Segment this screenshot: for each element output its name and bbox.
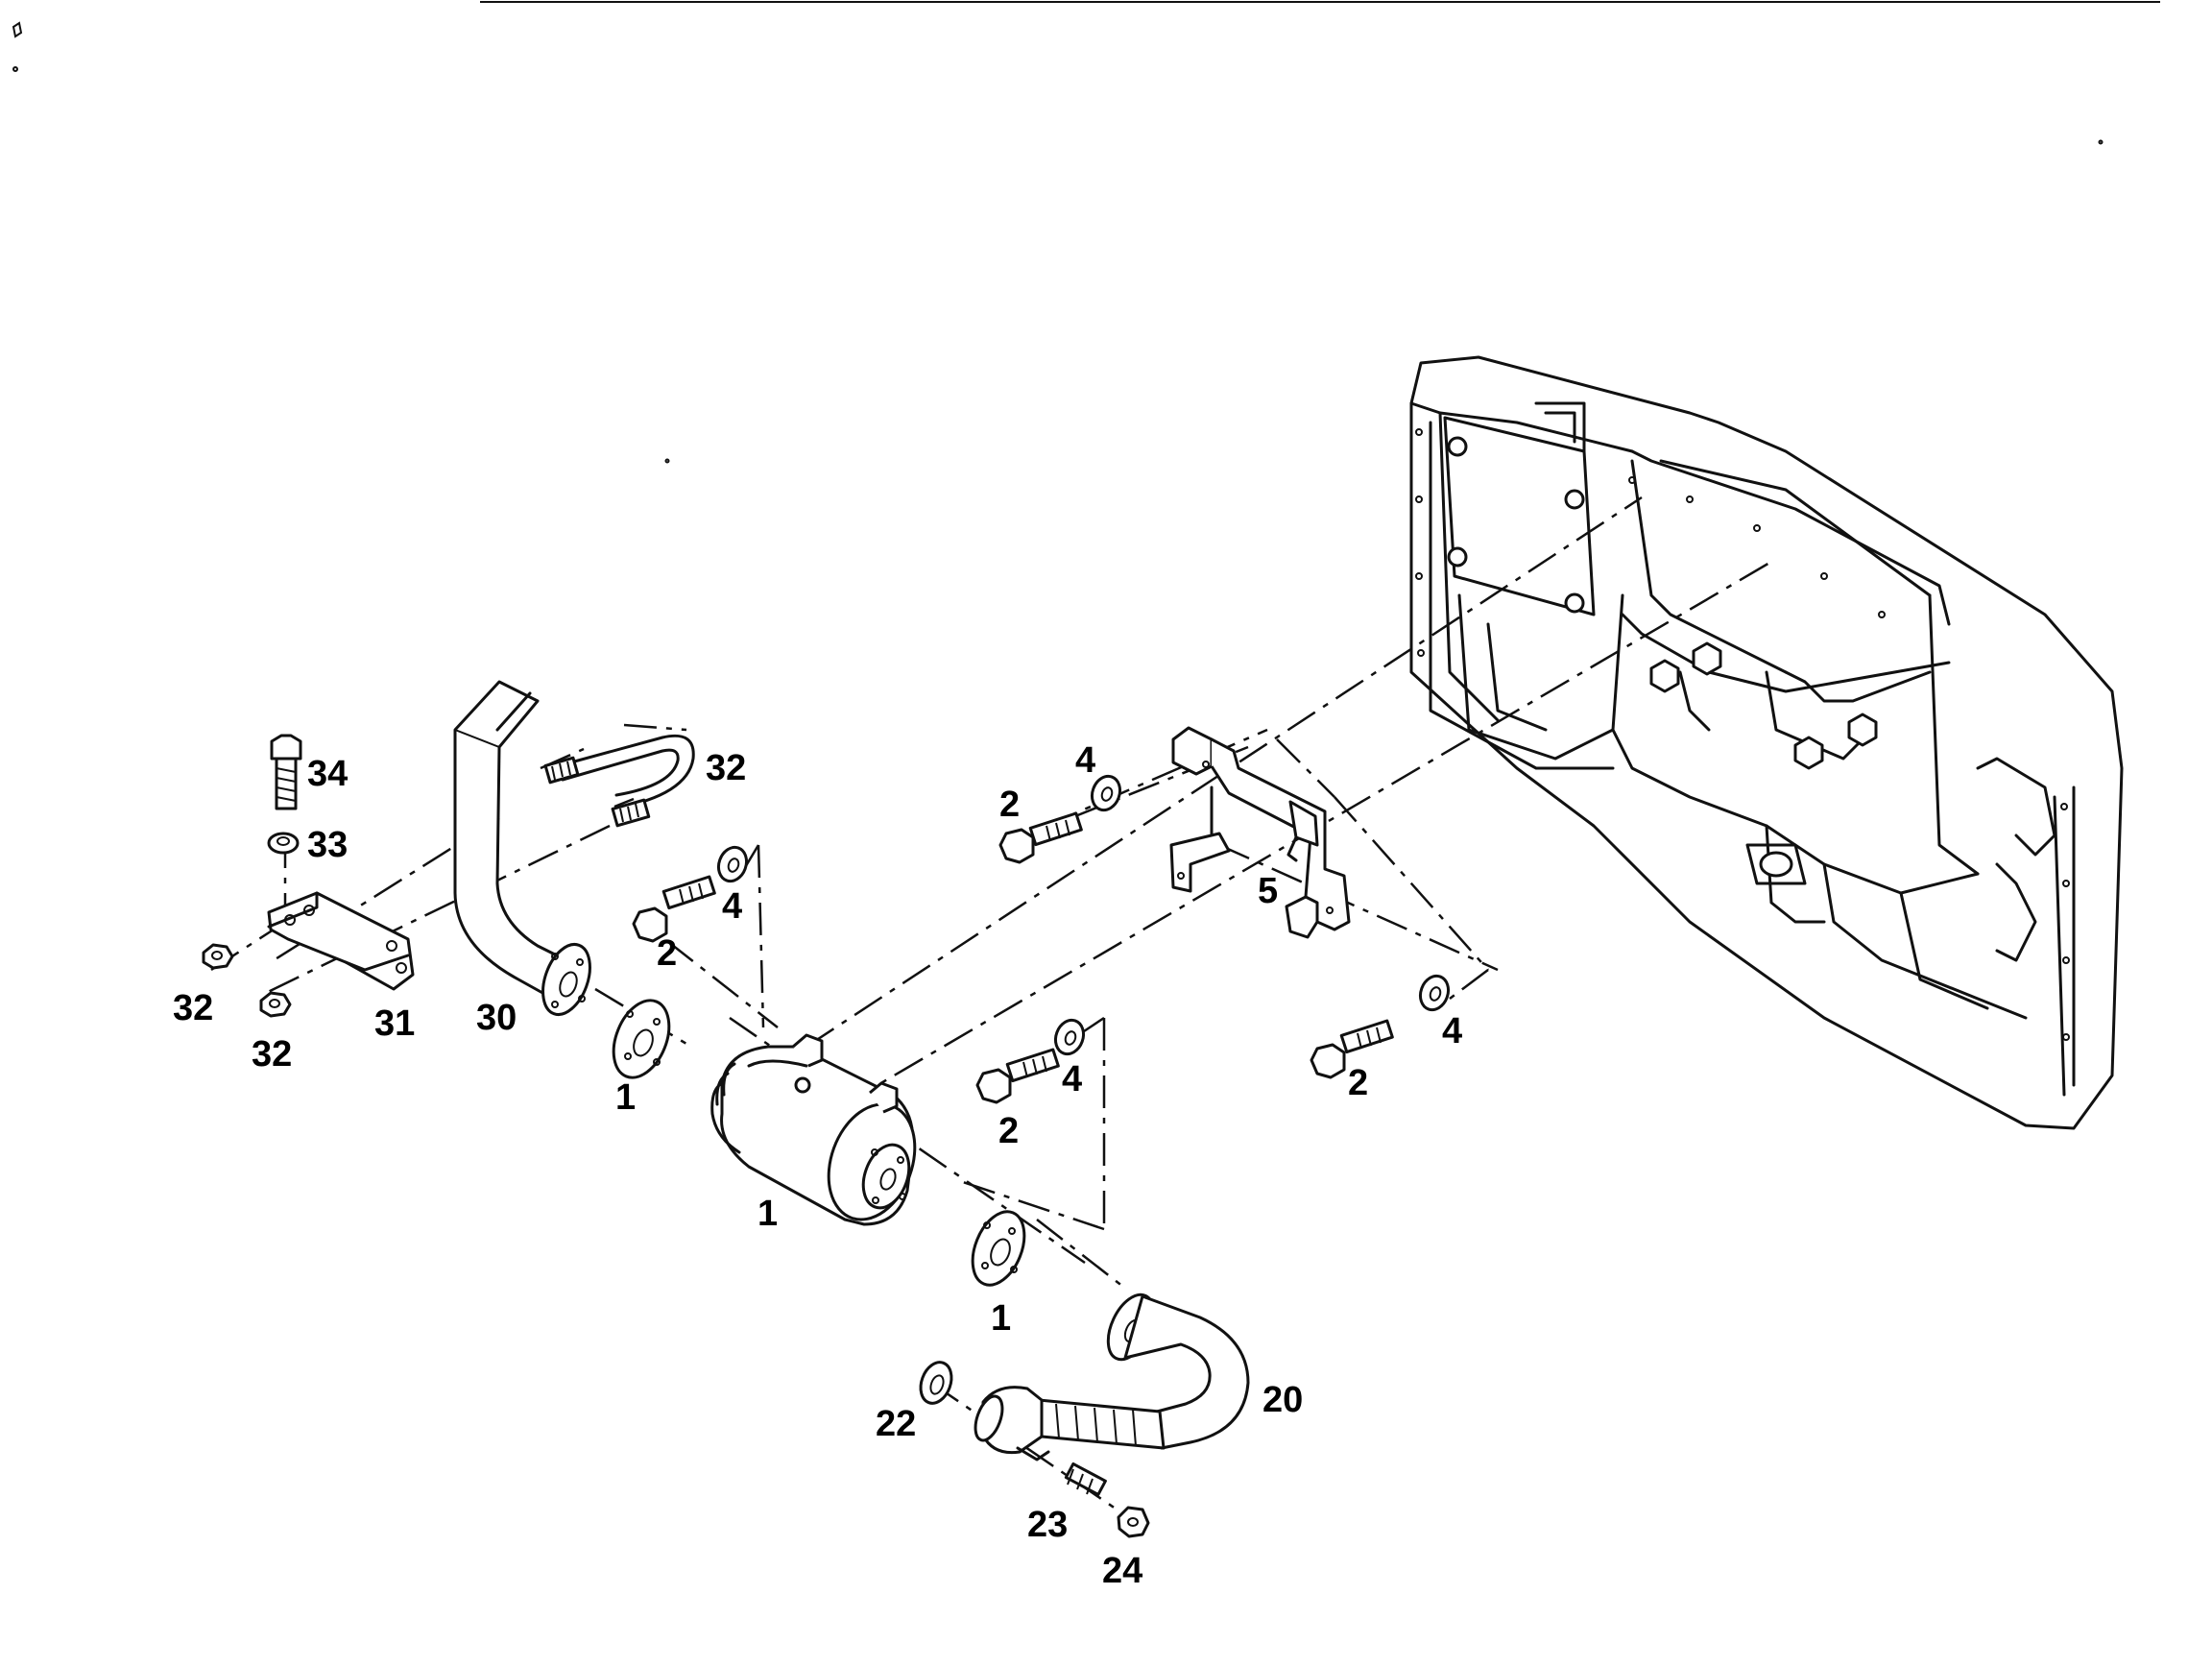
callout-label: 31 [374, 1003, 415, 1044]
gasket-part-1-upper [612, 999, 671, 1079]
stud-part-23 [1064, 1462, 1107, 1496]
housing-bolt-holes [1415, 428, 2070, 1041]
callout-label: 34 [307, 754, 348, 794]
washer-part-33 [267, 832, 300, 855]
callout-label: 1 [757, 1194, 778, 1234]
callout-label: 2 [999, 785, 1020, 825]
washer-part-4-middle [1053, 1018, 1086, 1056]
scan-speck [2098, 139, 2104, 145]
callout-labels: 1 1 1 2 2 2 2 4 4 4 4 5 20 22 23 24 30 3… [173, 740, 1462, 1591]
callout-label: 33 [307, 825, 348, 865]
callout-label: 4 [1062, 1059, 1082, 1099]
callout-label: 2 [1348, 1063, 1368, 1103]
housing-cover-plate [1443, 416, 1596, 616]
nut-part-32-b [259, 991, 292, 1018]
u-bolt-part-32 [543, 734, 695, 828]
washer-part-4-lower-right [1418, 974, 1451, 1012]
scan-speck [12, 21, 23, 38]
scan-speck [664, 458, 670, 464]
scan-speck [12, 66, 18, 72]
gasket-part-1-lower [971, 1210, 1026, 1287]
ring-part-22 [919, 1361, 953, 1405]
bracket-part-5 [1169, 726, 1351, 939]
callout-label: 4 [1075, 740, 1095, 781]
callout-label: 32 [252, 1034, 292, 1075]
washer-part-4-upper-left [716, 845, 749, 883]
callout-label: 32 [706, 748, 746, 788]
nut-part-24 [1117, 1506, 1150, 1538]
callout-label: 22 [876, 1404, 916, 1444]
callout-label: 20 [1262, 1380, 1303, 1420]
tail-pipe-part-30 [453, 680, 591, 1016]
callout-label: 32 [173, 988, 213, 1028]
callout-label: 2 [657, 933, 677, 974]
inlet-pipe-part-20 [974, 1293, 1250, 1462]
callout-label: 2 [998, 1111, 1019, 1151]
callout-label: 1 [615, 1077, 636, 1118]
transmission-housing [1409, 355, 2124, 1130]
bolt-part-2-upper-left [632, 875, 716, 943]
callout-label: 30 [476, 998, 517, 1038]
bracket-part-31 [267, 891, 415, 991]
bolt-part-2-upper-right [998, 811, 1083, 864]
nut-part-32-a [202, 943, 234, 970]
callout-label: 24 [1102, 1551, 1142, 1591]
muffler-part-1 [710, 1033, 917, 1226]
bolt-part-2-lower-right [1310, 1019, 1394, 1079]
bolt-part-34 [270, 734, 302, 810]
bolt-part-2-middle [975, 1048, 1060, 1104]
callout-label: 23 [1027, 1505, 1068, 1545]
callout-label: 5 [1258, 871, 1278, 911]
washer-part-4-upper-right [1090, 774, 1122, 812]
callout-label: 4 [722, 886, 742, 927]
callout-label: 4 [1442, 1011, 1462, 1051]
callout-label: 1 [991, 1298, 1011, 1339]
